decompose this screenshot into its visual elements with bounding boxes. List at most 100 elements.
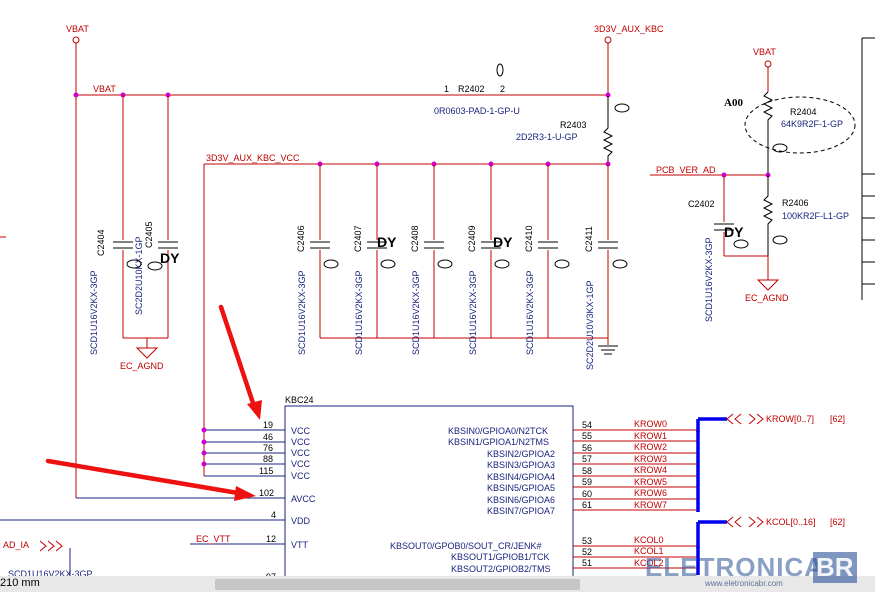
pin-kbsin6: KBSIN6/GPIOA6 bbox=[487, 495, 555, 505]
gp-icon bbox=[496, 63, 504, 77]
net-krow7: KROW7 bbox=[634, 500, 667, 510]
red-arrow-annotation bbox=[45, 304, 262, 501]
revision-table bbox=[861, 37, 875, 300]
c2410-value: SCD1U16V2KX-3GP bbox=[525, 270, 535, 355]
net-ad-ia: AD_IA bbox=[3, 540, 29, 550]
pin-num-55: 55 bbox=[582, 431, 592, 441]
gp-icon bbox=[772, 143, 788, 153]
pin-num-12: 12 bbox=[266, 534, 276, 544]
net-krow2: KROW2 bbox=[634, 442, 667, 452]
pin-num-19: 19 bbox=[263, 420, 273, 430]
a00-label: A00 bbox=[724, 97, 743, 109]
net-ec-agnd-left: EC_AGND bbox=[120, 361, 164, 371]
pin-name-vcc-115: VCC bbox=[291, 471, 311, 481]
pin-num-61: 61 bbox=[582, 500, 592, 510]
pin-name-vdd: VDD bbox=[291, 516, 311, 526]
pin-name-vcc-19: VCC bbox=[291, 426, 311, 436]
pin-num-58: 58 bbox=[582, 466, 592, 476]
net-vbat-right: VBAT bbox=[753, 47, 776, 57]
c2404-ref: C2404 bbox=[96, 229, 106, 256]
r2403-ref: R2403 bbox=[560, 120, 587, 130]
dy-c2407: DY bbox=[377, 234, 397, 250]
pin-num-52: 52 bbox=[582, 547, 592, 557]
net-aux-top: 3D3V_AUX_KBC bbox=[594, 24, 664, 34]
r2404-ref: R2404 bbox=[790, 107, 817, 117]
kbc-left-pins bbox=[0, 429, 285, 592]
c2407-value: SCD1U16V2KX-3GP bbox=[354, 270, 364, 355]
r2402-pin2: 2 bbox=[500, 84, 505, 94]
pin-name-vcc-88: VCC bbox=[291, 459, 311, 469]
r2404-value: 64K9R2F-1-GP bbox=[781, 119, 843, 129]
net-aux-vcc: 3D3V_AUX_KBC_VCC bbox=[206, 153, 300, 163]
net-krow3: KROW3 bbox=[634, 454, 667, 464]
net-krow1: KROW1 bbox=[634, 431, 667, 441]
vbat-terminal bbox=[72, 36, 80, 44]
dashed-option-outline bbox=[744, 96, 856, 154]
pin-num-76: 76 bbox=[263, 443, 273, 453]
r2406-ref: R2406 bbox=[782, 198, 809, 208]
c2408-value: SCD1U16V2KX-3GP bbox=[411, 270, 421, 355]
gp-icon bbox=[554, 259, 570, 269]
pin-num-46: 46 bbox=[263, 432, 273, 442]
dy-c2405: DY bbox=[160, 250, 180, 266]
c2405-value: SC2D2U10KX-1GP bbox=[134, 236, 144, 315]
watermark-name: ELETRONICA bbox=[645, 552, 824, 582]
kbc24-name: KBC24 bbox=[285, 395, 314, 405]
pin-num-51: 51 bbox=[582, 558, 592, 568]
aux-terminal bbox=[604, 36, 612, 44]
pin-num-54: 54 bbox=[582, 420, 592, 430]
watermark-logo: ELETRONICA BR www.eletronicabr.com bbox=[645, 552, 875, 592]
pin-num-88: 88 bbox=[263, 454, 273, 464]
c2402-ref: C2402 bbox=[688, 199, 715, 209]
pin-num-115: 115 bbox=[259, 466, 273, 476]
bottom-left-cap-value: SCD1U16V2KX-3GP bbox=[8, 569, 93, 579]
c2408-ref: C2408 bbox=[410, 225, 420, 252]
net-krow0: KROW0 bbox=[634, 419, 667, 429]
pin-kbsin4: KBSIN4/GPIOA4 bbox=[487, 472, 555, 482]
gp-icon bbox=[437, 259, 453, 269]
net-krow4: KROW4 bbox=[634, 465, 667, 475]
gp-icon bbox=[772, 235, 788, 245]
c2406-value: SCD1U16V2KX-3GP bbox=[297, 270, 307, 355]
kcol-sheet-ref: [62] bbox=[830, 517, 845, 527]
pin-kbsin1: KBSIN1/GPIOA1/N2TMS bbox=[448, 437, 549, 447]
net-pcb-ver: PCB_VER_AD bbox=[656, 165, 716, 175]
pin-kbsin7: KBSIN7/GPIOA7 bbox=[487, 506, 555, 516]
pin-num-53: 53 bbox=[582, 536, 592, 546]
pin-num-59: 59 bbox=[582, 477, 592, 487]
gp-icon bbox=[494, 259, 510, 269]
kbc-right-pins bbox=[573, 429, 698, 569]
pin-num-4: 4 bbox=[271, 510, 276, 520]
net-kcol0: KCOL0 bbox=[634, 535, 664, 545]
pin-name-avcc: AVCC bbox=[291, 494, 316, 504]
pin-kbsin0: KBSIN0/GPIOA0/N2TCK bbox=[448, 426, 548, 436]
pin-kbsin3: KBSIN3/GPIOA3 bbox=[487, 460, 555, 470]
pin-kbsout1: KBSOUT1/GPIOB1/TCK bbox=[451, 552, 550, 562]
net-kcol2: KCOL2 bbox=[634, 558, 664, 568]
pin-kbsin5: KBSIN5/GPIOA5 bbox=[487, 483, 555, 493]
watermark-suffix: BR bbox=[813, 552, 857, 583]
gp-icon bbox=[126, 259, 142, 269]
r2403-value: 2D2R3-1-U-GP bbox=[516, 132, 578, 142]
net-ec-vtt: EC_VTT bbox=[196, 534, 231, 544]
dy-c2402: DY bbox=[724, 224, 744, 240]
c2402-value: SCD1U16V2KX-3GP bbox=[704, 237, 714, 322]
net-ec-agnd-right: EC_AGND bbox=[745, 293, 789, 303]
c2407-ref: C2407 bbox=[353, 225, 363, 252]
c2404-value: SCD1U16V2KX-3GP bbox=[89, 270, 99, 355]
vbat-right-terminal bbox=[764, 60, 772, 68]
gp-icon bbox=[380, 259, 396, 269]
net-kcol1: KCOL1 bbox=[634, 546, 664, 556]
gp-icon bbox=[733, 239, 749, 249]
r2402-value: 0R0603-PAD-1-GP-U bbox=[434, 106, 520, 116]
pin-kbsin2: KBSIN2/GPIOA2 bbox=[487, 449, 555, 459]
pin-num-102: 102 bbox=[259, 488, 274, 498]
ground-icon bbox=[135, 347, 159, 359]
gp-icon bbox=[612, 259, 628, 269]
pin-name-vtt: VTT bbox=[291, 540, 309, 550]
cap-bank bbox=[310, 164, 618, 355]
horizontal-scrollbar[interactable] bbox=[215, 579, 580, 590]
pin-kbsout0: KBSOUT0/GPOB0/SOUT_CR/JENK# bbox=[390, 541, 542, 551]
pin-name-vcc-76: VCC bbox=[291, 448, 311, 458]
status-scale: 210 mm bbox=[0, 577, 40, 589]
